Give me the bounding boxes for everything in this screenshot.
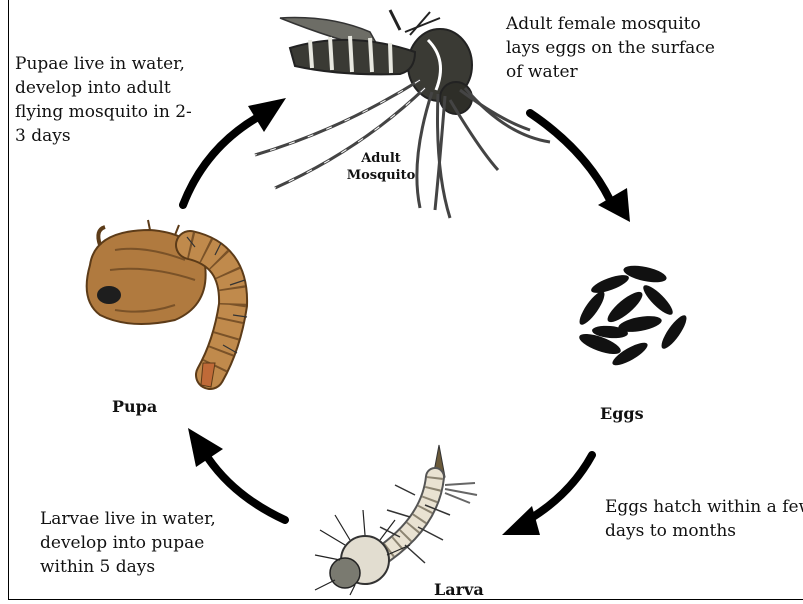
adult-label-line-1: Adult <box>345 150 417 167</box>
cycle-arrow-larva-to-pupa <box>208 458 285 520</box>
caption-eggs-to-larva: Eggs hatch within a few days to months <box>605 495 803 543</box>
pupa-label: Pupa <box>112 397 157 416</box>
adult-label-line-2: Mosquito <box>345 167 417 184</box>
larva-illustration <box>315 445 485 595</box>
caption-line: Adult female mosquito <box>506 12 715 36</box>
caption-line: days to months <box>605 519 803 543</box>
eggs-label: Eggs <box>600 404 644 423</box>
caption-line: Pupae live in water, <box>15 52 192 76</box>
caption-line: 3 days <box>15 124 192 148</box>
caption-pupa-to-adult: Pupae live in water, develop into adult … <box>15 52 192 148</box>
caption-line: Larvae live in water, <box>40 507 216 531</box>
cycle-arrow-pupa-to-adult <box>183 117 258 205</box>
caption-line: flying mosquito in 2- <box>15 100 192 124</box>
caption-line: develop into pupae <box>40 531 216 555</box>
caption-larva-to-pupa: Larvae live in water, develop into pupae… <box>40 507 216 579</box>
adult-mosquito-label: Adult Mosquito <box>345 150 417 184</box>
larva-label: Larva <box>434 580 484 599</box>
cycle-arrow-eggs-to-larva <box>528 455 592 520</box>
caption-line: lays eggs on the surface <box>506 36 715 60</box>
pupa-illustration <box>75 225 255 390</box>
caption-line: of water <box>506 60 715 84</box>
caption-line: Eggs hatch within a few <box>605 495 803 519</box>
cycle-arrow-head-eggs-to-larva <box>502 506 540 535</box>
caption-line: develop into adult <box>15 76 192 100</box>
mosquito-illustration <box>250 10 550 225</box>
caption-line: within 5 days <box>40 555 216 579</box>
eggs-illustration <box>570 262 700 382</box>
caption-adult-to-eggs: Adult female mosquito lays eggs on the s… <box>506 12 715 84</box>
